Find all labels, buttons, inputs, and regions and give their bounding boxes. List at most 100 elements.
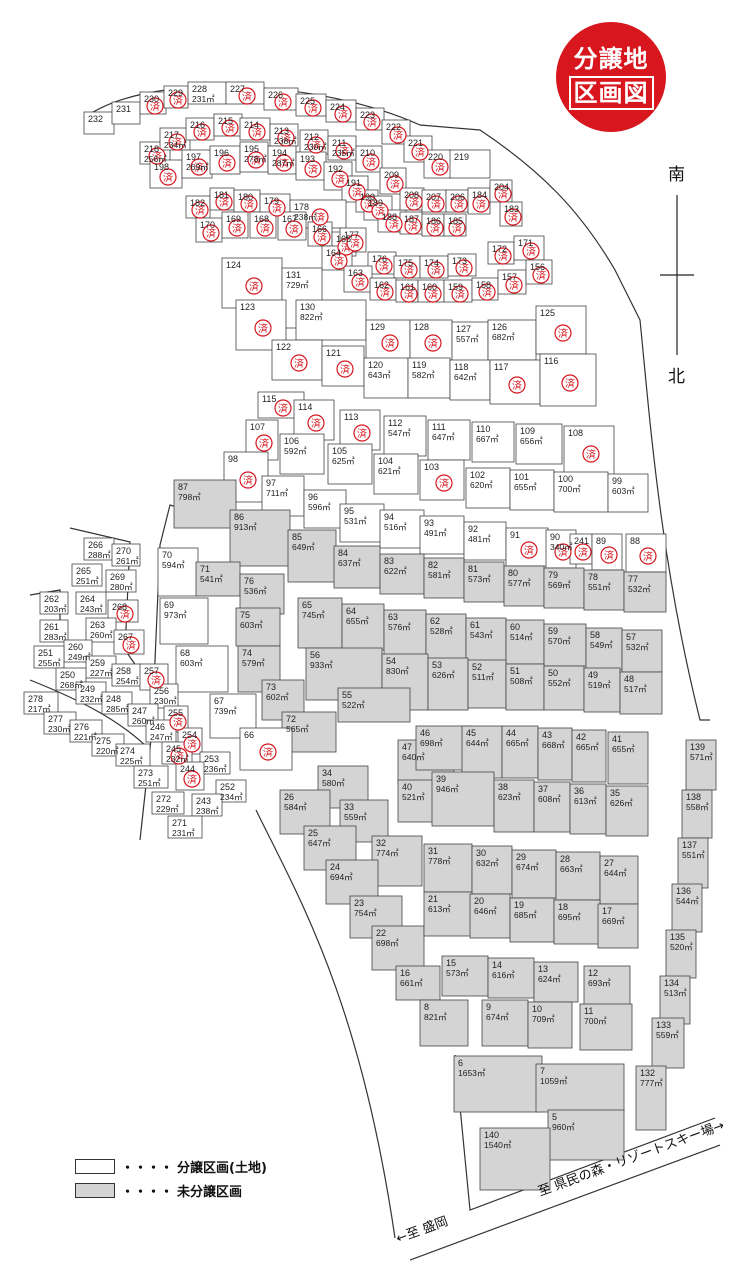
lot-106[interactable]	[279, 433, 325, 475]
lot-58[interactable]	[585, 627, 623, 671]
lot-137[interactable]	[677, 837, 709, 889]
lot-274[interactable]	[115, 743, 151, 767]
lot-119[interactable]	[407, 357, 451, 399]
lot-127[interactable]	[451, 321, 489, 363]
lot-11[interactable]	[579, 1003, 633, 1051]
lot-109[interactable]	[515, 423, 563, 465]
lot-82[interactable]	[423, 557, 465, 599]
lot-262[interactable]	[39, 591, 69, 615]
lot-59[interactable]	[543, 623, 587, 667]
lot-92[interactable]	[463, 521, 507, 561]
lot-118[interactable]	[449, 359, 491, 401]
lot-17[interactable]	[597, 903, 639, 949]
lot-15[interactable]	[441, 955, 489, 997]
lot-44[interactable]	[501, 725, 539, 779]
lot-96[interactable]	[303, 489, 347, 529]
lot-94[interactable]	[379, 509, 425, 549]
lot-50[interactable]	[543, 665, 585, 711]
lot-81[interactable]	[463, 561, 505, 603]
lot-251[interactable]	[33, 645, 65, 669]
lot-69[interactable]	[159, 597, 209, 645]
lot-45[interactable]	[461, 725, 503, 779]
lot-271[interactable]	[167, 815, 203, 839]
lot-30[interactable]	[471, 845, 513, 895]
lot-76[interactable]	[239, 573, 285, 615]
lot-75[interactable]	[235, 607, 281, 647]
lot-112[interactable]	[383, 415, 427, 457]
lot-80[interactable]	[503, 565, 545, 607]
lot-71[interactable]	[195, 561, 241, 597]
lot-55[interactable]	[337, 687, 411, 723]
lot-6[interactable]	[453, 1055, 543, 1113]
lot-5[interactable]	[547, 1109, 625, 1161]
lot-126[interactable]	[487, 319, 537, 361]
lot-41[interactable]	[607, 731, 649, 785]
lot-85[interactable]	[287, 529, 337, 583]
lot-53[interactable]	[427, 657, 469, 711]
lot-133[interactable]	[651, 1017, 685, 1069]
lot-248[interactable]	[101, 691, 133, 715]
lot-68[interactable]	[175, 645, 229, 693]
lot-132[interactable]	[635, 1065, 667, 1131]
lot-16[interactable]	[395, 965, 441, 1001]
lot-52[interactable]	[467, 659, 507, 709]
lot-37[interactable]	[533, 781, 571, 833]
lot-99[interactable]	[607, 473, 649, 513]
lot-28[interactable]	[555, 851, 601, 901]
lot-10[interactable]	[527, 1001, 573, 1049]
lot-93[interactable]	[419, 515, 465, 555]
lot-97[interactable]	[261, 475, 305, 517]
lot-32[interactable]	[371, 835, 423, 887]
lot-78[interactable]	[583, 569, 625, 611]
lot-102[interactable]	[465, 467, 511, 509]
lot-27[interactable]	[599, 855, 639, 905]
lot-57[interactable]	[621, 629, 663, 673]
lot-135[interactable]	[665, 929, 697, 979]
lot-79[interactable]	[543, 567, 585, 609]
lot-219[interactable]	[449, 149, 491, 179]
lot-65[interactable]	[297, 597, 343, 649]
lot-104[interactable]	[373, 453, 419, 495]
lot-121[interactable]	[321, 345, 365, 387]
lot-51[interactable]	[505, 663, 545, 711]
lot-8[interactable]	[419, 999, 469, 1047]
lot-14[interactable]	[487, 957, 535, 999]
lot-36[interactable]	[569, 783, 607, 835]
lot-264[interactable]	[75, 591, 107, 615]
lot-77[interactable]	[623, 571, 667, 613]
lot-246[interactable]	[145, 719, 177, 743]
lot-84[interactable]	[333, 545, 381, 589]
lot-38[interactable]	[493, 779, 535, 833]
lot-9[interactable]	[481, 999, 529, 1047]
lot-252[interactable]	[215, 779, 247, 803]
lot-31[interactable]	[423, 843, 473, 893]
lot-35[interactable]	[605, 785, 649, 837]
lot-87[interactable]	[173, 479, 237, 529]
lot-140[interactable]	[479, 1127, 551, 1191]
lot-261[interactable]	[39, 619, 69, 643]
lot-48[interactable]	[619, 671, 663, 715]
lot-83[interactable]	[379, 553, 425, 595]
lot-43[interactable]	[537, 727, 573, 781]
lot-70[interactable]	[157, 547, 199, 597]
lot-111[interactable]	[427, 419, 471, 461]
lot-7[interactable]	[535, 1063, 625, 1113]
lot-18[interactable]	[553, 899, 601, 945]
lot-273[interactable]	[133, 765, 169, 789]
lot-243[interactable]	[191, 793, 223, 817]
lot-49[interactable]	[583, 667, 621, 713]
lot-12[interactable]	[583, 965, 631, 1007]
lot-110[interactable]	[471, 421, 515, 463]
lot-270[interactable]	[111, 543, 141, 567]
lot-20[interactable]	[469, 893, 511, 939]
lot-63[interactable]	[383, 609, 427, 657]
lot-139[interactable]	[685, 739, 717, 791]
lot-22[interactable]	[371, 925, 425, 971]
lot-95[interactable]	[339, 503, 385, 543]
lot-272[interactable]	[151, 791, 185, 815]
lot-136[interactable]	[671, 883, 703, 933]
lot-265[interactable]	[71, 563, 103, 587]
lot-19[interactable]	[509, 897, 555, 943]
lot-138[interactable]	[681, 789, 713, 839]
lot-39[interactable]	[431, 771, 495, 827]
